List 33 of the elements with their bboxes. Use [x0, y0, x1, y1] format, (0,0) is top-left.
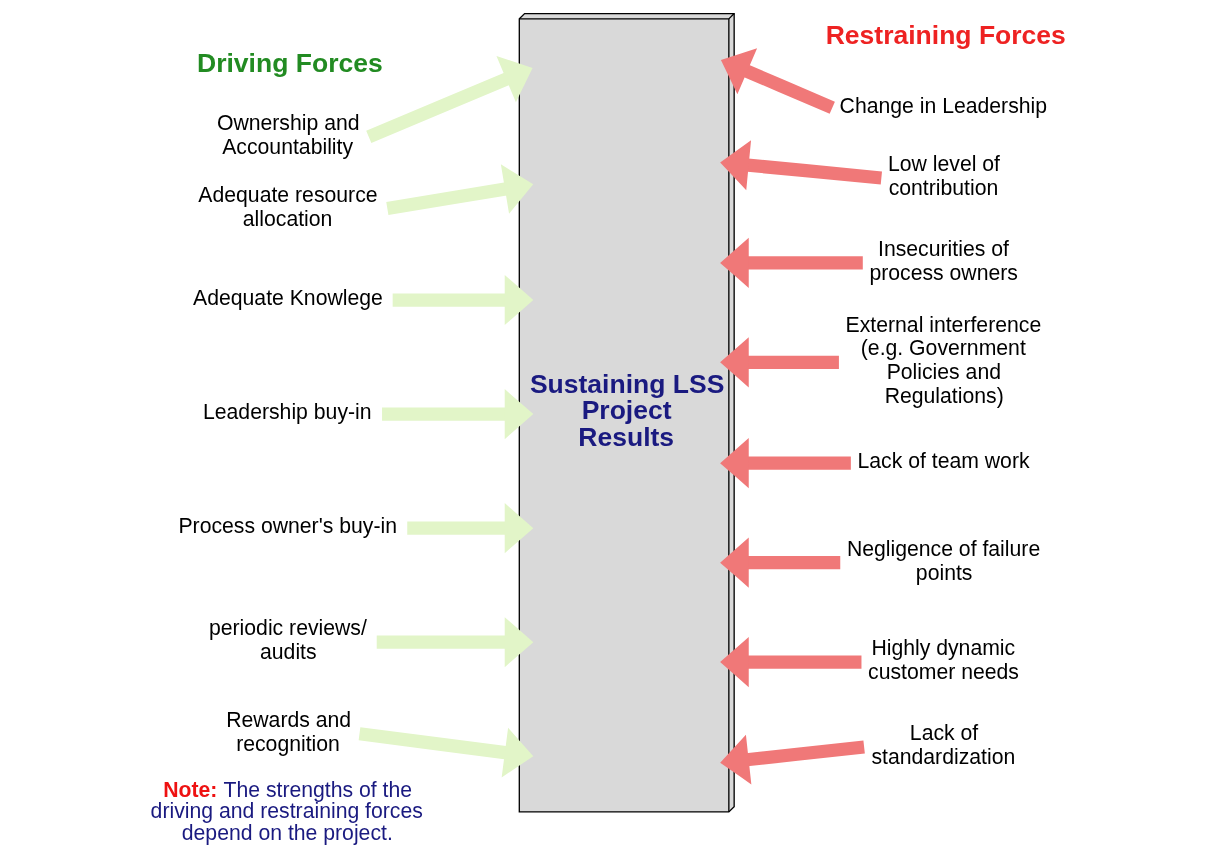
node-text: Adequate Knowlege — [193, 286, 383, 310]
arrow — [720, 237, 863, 288]
node-text: External interference (e.g. Government Policies and Regulations) — [845, 312, 1042, 408]
node-text: Negligence of failure points — [846, 536, 1041, 584]
arrow — [720, 337, 839, 388]
arrow — [386, 164, 534, 216]
label: Restraining Forces — [825, 20, 1066, 51]
node-text: Process owner's buy-in — [178, 514, 397, 538]
arrow — [382, 389, 534, 440]
node-text: Adequate resource allocation — [198, 182, 378, 230]
node-text: Insecurities of process owners — [869, 237, 1018, 284]
node-text: Lack of standardization — [871, 721, 1016, 768]
arrow — [720, 637, 862, 688]
node-text: Lack of team work — [857, 449, 1030, 473]
node-text: Rewards and recognition — [226, 707, 352, 755]
node-text: periodic reviews/ audits — [208, 616, 367, 664]
arrow — [720, 438, 851, 489]
arrow — [376, 617, 534, 668]
label: Note: The strengths of the driving and restraining forces depend on the project. — [150, 778, 423, 844]
node-text: Highly dynamic customer needs — [868, 636, 1019, 684]
arrow — [358, 727, 534, 778]
arrow — [720, 734, 865, 785]
arrow — [720, 48, 835, 114]
label: Driving Forces — [197, 47, 383, 78]
arrow — [366, 56, 533, 143]
node-text: Low level of contribution — [888, 152, 1000, 199]
node-text: Ownership and Accountability — [216, 111, 360, 158]
arrow — [392, 274, 534, 326]
node-text: Change in Leadership — [839, 93, 1048, 117]
node-text: Leadership buy-in — [203, 400, 372, 424]
arrow — [407, 503, 534, 554]
arrow — [720, 537, 841, 588]
arrow — [720, 140, 882, 191]
